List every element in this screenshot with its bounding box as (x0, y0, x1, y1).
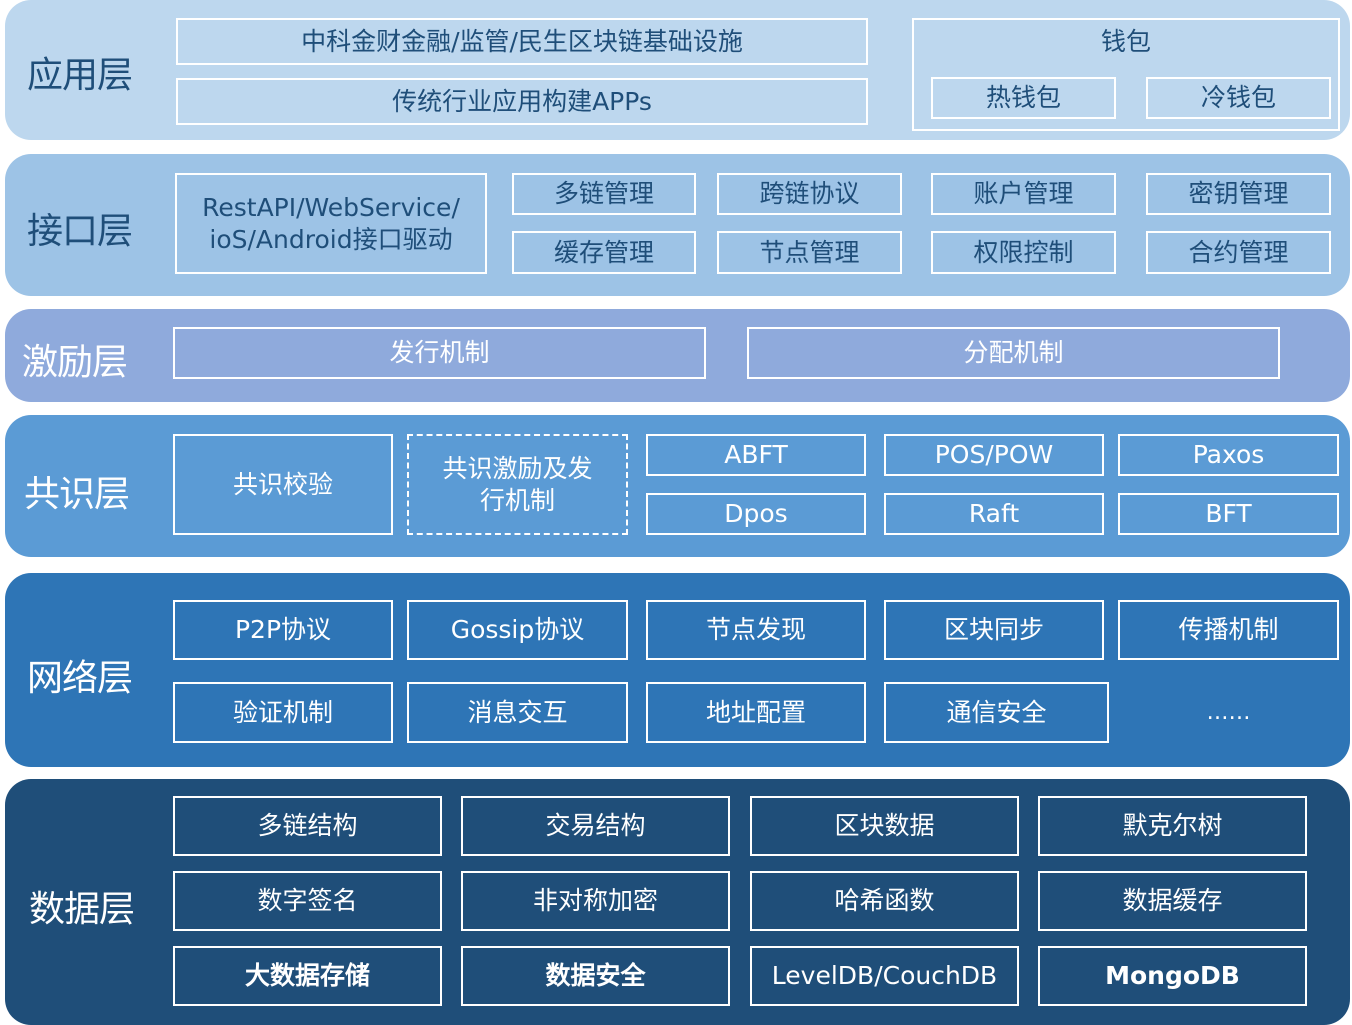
cache-mgmt-box: 缓存管理 (512, 231, 696, 274)
abft-box: ABFT (646, 434, 866, 476)
infrastructure-box: 中科金财金融/监管/民生区块链基础设施 (176, 18, 868, 65)
distribution-mechanism-box: 分配机制 (747, 327, 1280, 379)
api-driver-box: RestAPI/WebService/ ioS/Android接口驱动 (175, 173, 487, 274)
data-security-box: 数据安全 (461, 946, 730, 1006)
hash-function-box: 哈希函数 (750, 871, 1019, 931)
mongodb-box: MongoDB (1038, 946, 1307, 1006)
leveldb-couchdb-box: LevelDB/CouchDB (750, 946, 1019, 1006)
api-driver-line1: RestAPI/WebService/ (202, 192, 460, 222)
application-layer-title: 应用层 (27, 55, 133, 96)
consensus-verify-box: 共识校验 (173, 434, 393, 535)
wallet-title: 钱包 (1100, 27, 1151, 56)
contract-mgmt-box: 合约管理 (1146, 231, 1331, 274)
communication-security-box: 通信安全 (884, 682, 1109, 743)
incentive-layer: 激励层 发行机制 分配机制 (5, 309, 1350, 402)
interface-layer-title: 接口层 (27, 211, 133, 252)
consensus-incentive-line1: 共识激励及发 (442, 453, 593, 483)
more-ellipsis: …… (1206, 700, 1251, 725)
consensus-incentive-line2: 行机制 (479, 485, 555, 515)
application-layer: 应用层 中科金财金融/监管/民生区块链基础设施 传统行业应用构建APPs 钱包 … (5, 0, 1350, 140)
wallet-box: 钱包 (912, 18, 1340, 131)
digital-signature-box: 数字签名 (173, 871, 442, 931)
issuance-mechanism-box: 发行机制 (173, 327, 706, 379)
block-data-box: 区块数据 (750, 796, 1019, 856)
permission-control-box: 权限控制 (931, 231, 1116, 274)
traditional-apps-box: 传统行业应用构建APPs (176, 78, 868, 125)
address-config-box: 地址配置 (646, 682, 866, 743)
propagation-mechanism-box: 传播机制 (1118, 600, 1339, 660)
data-layer-title: 数据层 (29, 889, 135, 930)
network-layer-title: 网络层 (27, 658, 133, 699)
verification-mechanism-box: 验证机制 (173, 682, 393, 743)
hot-wallet-box: 热钱包 (931, 77, 1116, 119)
multichain-structure-box: 多链结构 (173, 796, 442, 856)
bft-box: BFT (1118, 493, 1339, 535)
block-sync-box: 区块同步 (884, 600, 1104, 660)
key-mgmt-box: 密钥管理 (1146, 173, 1331, 215)
consensus-layer-title: 共识层 (24, 474, 130, 515)
transaction-structure-box: 交易结构 (461, 796, 730, 856)
multichain-mgmt-box: 多链管理 (512, 173, 696, 215)
crosschain-protocol-box: 跨链协议 (717, 173, 902, 215)
consensus-incentive-box: 共识激励及发 行机制 (407, 434, 628, 535)
merkle-tree-box: 默克尔树 (1038, 796, 1307, 856)
paxos-box: Paxos (1118, 434, 1339, 476)
raft-box: Raft (884, 493, 1104, 535)
data-cache-box: 数据缓存 (1038, 871, 1307, 931)
asymmetric-encryption-box: 非对称加密 (461, 871, 730, 931)
p2p-protocol-box: P2P协议 (173, 600, 393, 660)
cold-wallet-box: 冷钱包 (1146, 77, 1331, 119)
big-data-storage-box: 大数据存储 (173, 946, 442, 1006)
node-mgmt-box: 节点管理 (717, 231, 902, 274)
interface-layer: 接口层 RestAPI/WebService/ ioS/Android接口驱动 … (5, 154, 1350, 296)
incentive-layer-title: 激励层 (22, 342, 128, 383)
consensus-layer: 共识层 共识校验 共识激励及发 行机制 ABFT POS/POW Paxos D… (5, 415, 1350, 557)
node-discovery-box: 节点发现 (646, 600, 866, 660)
network-layer: 网络层 P2P协议 Gossip协议 节点发现 区块同步 传播机制 验证机制 消… (5, 573, 1350, 767)
api-driver-line2: ioS/Android接口驱动 (209, 224, 453, 254)
message-interaction-box: 消息交互 (407, 682, 628, 743)
dpos-box: Dpos (646, 493, 866, 535)
gossip-protocol-box: Gossip协议 (407, 600, 628, 660)
data-layer: 数据层 多链结构 交易结构 区块数据 默克尔树 数字签名 非对称加密 哈希函数 … (5, 779, 1350, 1025)
pos-pow-box: POS/POW (884, 434, 1104, 476)
account-mgmt-box: 账户管理 (931, 173, 1116, 215)
